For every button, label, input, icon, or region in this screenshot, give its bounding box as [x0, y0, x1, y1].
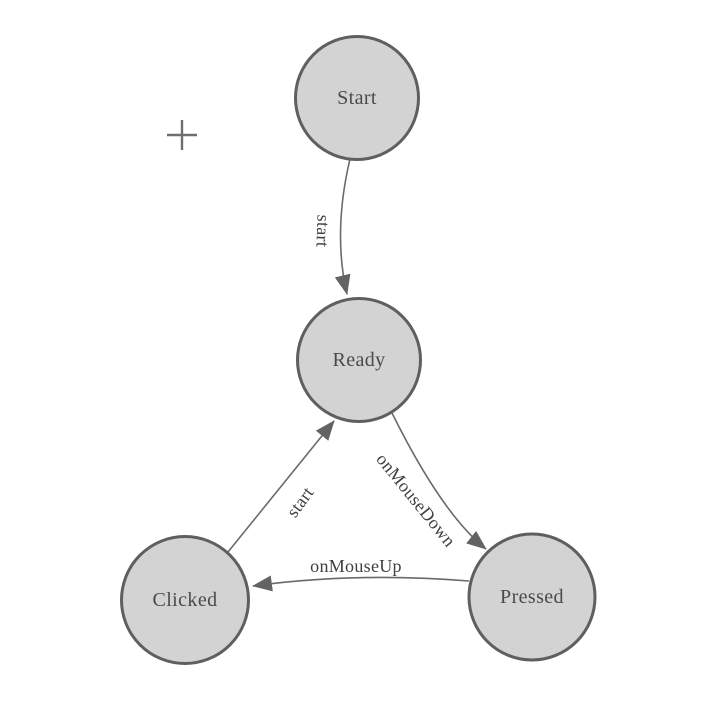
node-ready[interactable]: Ready — [296, 297, 422, 423]
edge-start-to-ready-line[interactable] — [334, 158, 351, 295]
edge-pressed-to-clicked: onMouseUp — [252, 556, 470, 592]
node-pressed[interactable]: Pressed — [467, 532, 597, 662]
node-ready-label: Ready — [332, 349, 385, 371]
plus-crosshair-icon — [167, 120, 197, 150]
node-start-label: Start — [337, 87, 377, 109]
edge-pressed-to-clicked-line[interactable] — [252, 575, 470, 592]
node-clicked[interactable]: Clicked — [120, 535, 250, 665]
edge-start-to-ready-label: start — [312, 214, 333, 247]
node-clicked-circle[interactable] — [120, 535, 250, 665]
edge-ready-to-pressed-line[interactable] — [391, 412, 487, 550]
node-ready-circle[interactable] — [296, 297, 422, 423]
node-pressed-label: Pressed — [500, 586, 564, 608]
edge-clicked-to-ready-label: start — [282, 483, 317, 521]
edge-ready-to-pressed: onMouseDown — [372, 412, 487, 551]
edge-clicked-to-ready-line[interactable] — [227, 420, 335, 553]
edge-start-to-ready: start — [312, 158, 351, 295]
edge-ready-to-pressed-label: onMouseDown — [372, 449, 459, 550]
node-start-circle[interactable] — [294, 35, 420, 161]
edge-pressed-to-clicked-label: onMouseUp — [310, 556, 402, 576]
node-pressed-circle[interactable] — [467, 532, 597, 662]
node-start[interactable]: Start — [294, 35, 420, 161]
edge-clicked-to-ready: start — [227, 420, 335, 553]
node-clicked-label: Clicked — [152, 589, 217, 611]
